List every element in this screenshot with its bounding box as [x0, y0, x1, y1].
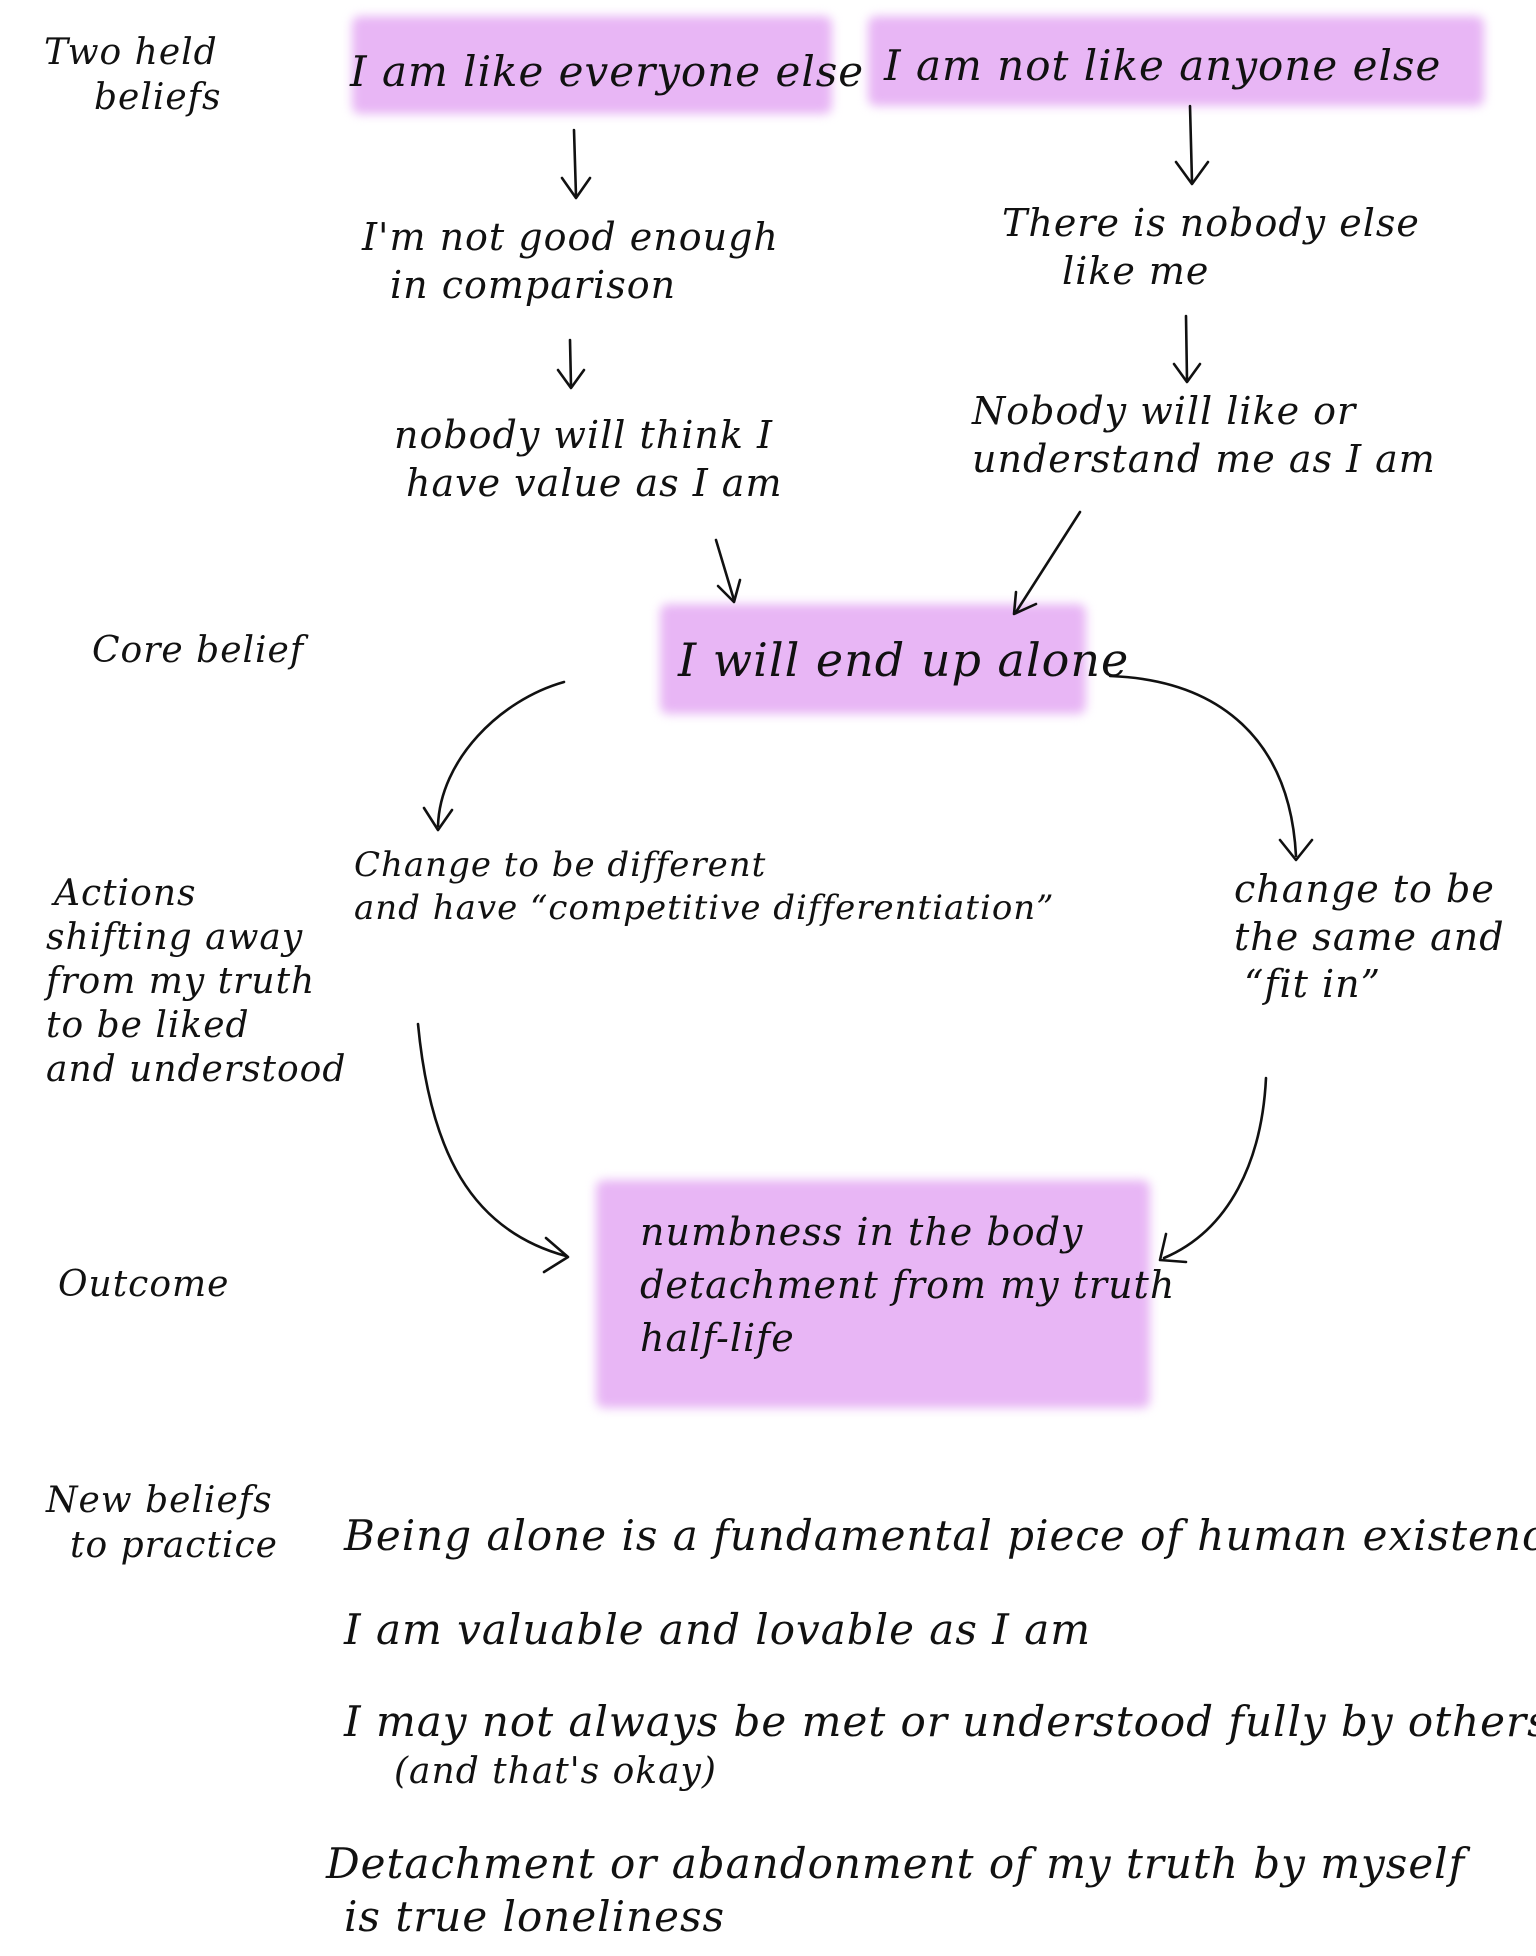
new-belief-3: I may not always be met or understood fu… [344, 1697, 1536, 1792]
arrow-left-action-to-outcome [416, 1022, 568, 1258]
held-belief-right: I am not like anyone else [884, 41, 1442, 90]
highlight-left-belief [352, 16, 832, 114]
arrow-left-step2-to-core [714, 538, 736, 602]
arrowhead-left-action-to-outcome [542, 1236, 570, 1274]
arrowhead-core-to-right-action [1278, 838, 1314, 862]
label-outcome: Outcome [58, 1264, 230, 1305]
arrowhead-right-belief-to-step1 [1174, 160, 1210, 186]
action-left: Change to be different and have “competi… [354, 845, 1055, 928]
new-belief-1: Being alone is a fundamental piece of hu… [344, 1511, 1536, 1560]
label-actions: Actions shifting away from my truth to b… [46, 873, 347, 1090]
arrowhead-left-step2-to-core [716, 578, 742, 604]
arrow-core-to-left-action [436, 680, 566, 828]
right-chain-step2: Nobody will like or understand me as I a… [972, 389, 1436, 481]
arrow-right-action-to-outcome [1162, 1076, 1268, 1260]
core-belief-text: I will end up alone [678, 633, 1130, 687]
arrowhead-right-action-to-outcome [1158, 1232, 1188, 1264]
label-new-beliefs: New beliefs to practice [46, 1480, 278, 1566]
highlight-core-belief [660, 604, 1086, 714]
arrow-left-belief-to-step1 [572, 128, 578, 198]
action-right: change to be the same and “fit in” [1234, 867, 1505, 1006]
right-chain-step1: There is nobody else like me [1002, 201, 1420, 293]
arrowhead-right-step1-to-step2 [1172, 362, 1202, 384]
arrowhead-left-step1-to-step2 [556, 368, 586, 390]
arrow-left-step1-to-step2 [568, 338, 573, 388]
arrow-right-step2-to-core [1014, 510, 1082, 614]
label-core-belief: Core belief [92, 630, 305, 671]
arrowhead-left-belief-to-step1 [560, 176, 592, 200]
arrow-right-belief-to-step1 [1188, 104, 1194, 184]
outcome-text: numbness in the body detachment from my … [640, 1210, 1176, 1361]
left-chain-step1: I'm not good enough in comparison [362, 215, 779, 307]
arrow-core-to-right-action [1108, 674, 1298, 858]
new-belief-2: I am valuable and lovable as I am [344, 1605, 1092, 1654]
arrowhead-right-step2-to-core [1012, 590, 1038, 616]
left-chain-step2: nobody will think I have value as I am [394, 413, 783, 505]
label-two-held-beliefs: Two held beliefs [44, 32, 222, 118]
held-belief-left: I am like everyone else [350, 47, 865, 96]
arrow-right-step1-to-step2 [1184, 314, 1189, 382]
arrowhead-core-to-left-action [422, 806, 454, 832]
new-belief-4: Detachment or abandonment of my truth by… [326, 1839, 1466, 1941]
highlight-outcome [596, 1180, 1150, 1408]
highlight-right-belief [868, 16, 1484, 106]
